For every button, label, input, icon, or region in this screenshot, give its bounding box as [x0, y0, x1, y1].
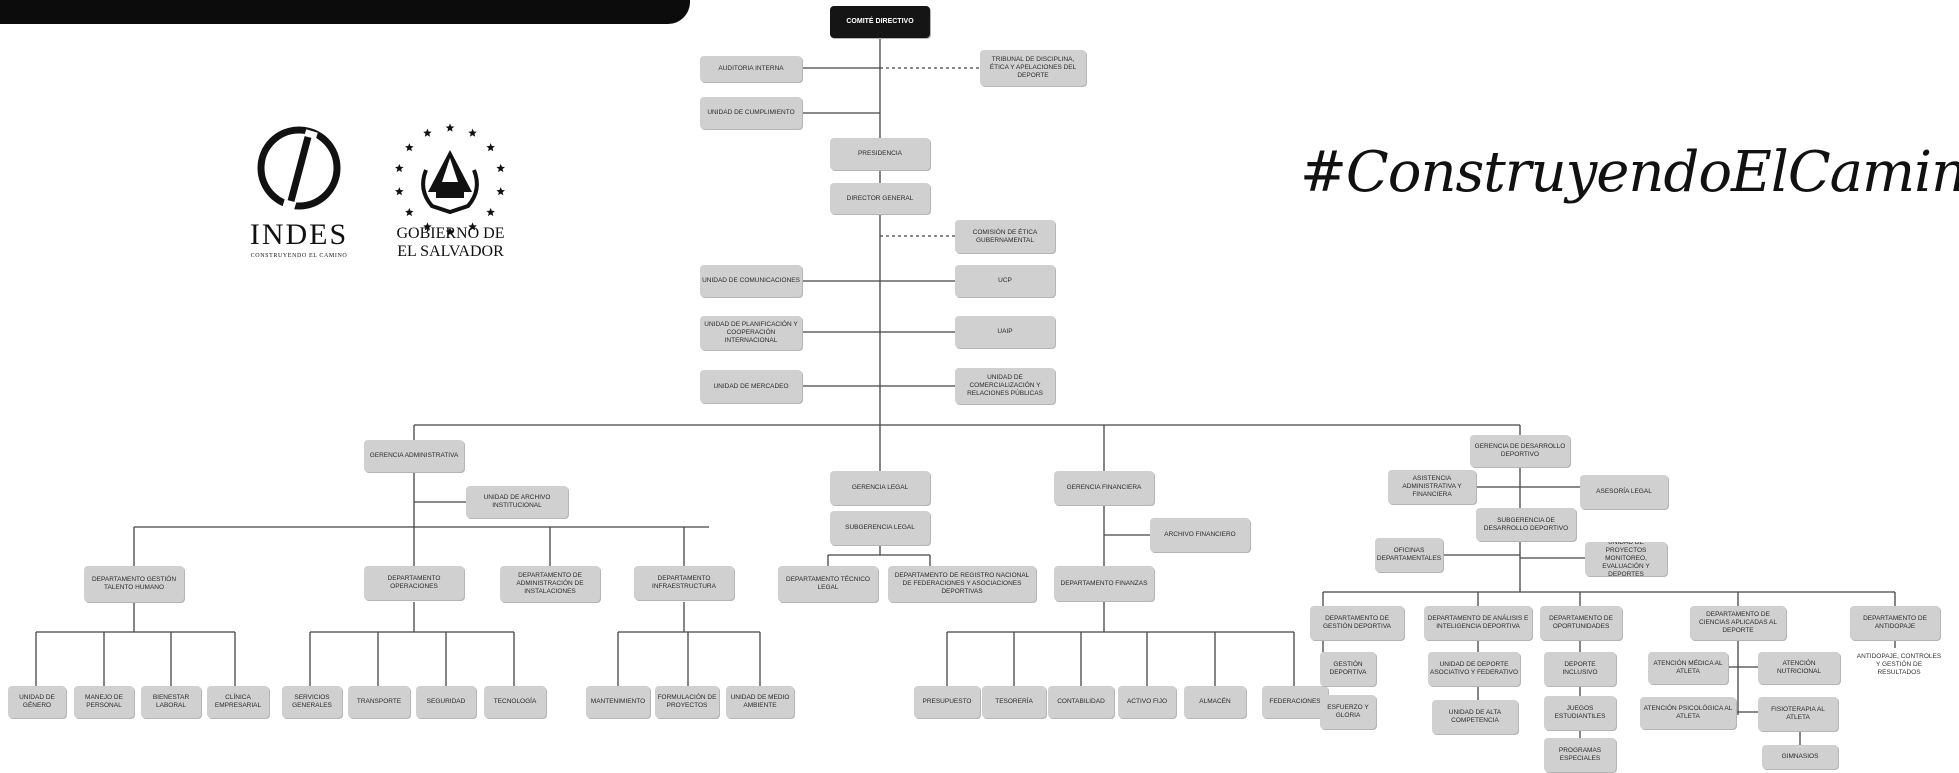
node-dep-instalaciones: DEPARTAMENTO de ADMINISTRACIÓN DE INSTAL… [500, 566, 600, 602]
node-comite-directivo: COMITÉ DIRECTIVO [830, 6, 930, 38]
node-formulacion-proyectos: FORMULACIÓN DE PROYECTOS [655, 686, 719, 718]
node-dep-analisis: DEPARTAMENTO DE ANÁLISIS E INTELIGENCIA … [1424, 606, 1532, 640]
node-deporte-asociativo: UNIDAD DE DEPORTE ASOCIATIVO Y FEDERATIV… [1428, 652, 1520, 686]
node-tecnologia: TECNOLOGÍA [484, 686, 546, 718]
node-dep-tecnico-legal: DEPARTAMENTO TÉCNICO LEGAL [778, 566, 878, 602]
node-unidad-genero: UNIDAD DE GÉNERO [8, 686, 66, 718]
node-dep-registro-nacional: DEPARTAMENTO DE REGISTRO NACIONAL DE FED… [888, 566, 1036, 602]
node-comision-etica: COMISIÓN DE ÉTICA GUBERNAMENTAL [955, 220, 1055, 253]
node-esfuerzo-gloria: ESFUERZO Y GLORIA [1320, 695, 1376, 729]
node-almacen: ALMACÉN [1184, 686, 1246, 718]
node-medio-ambiente: UNIDAD DE MEDIO AMBIENTE [726, 686, 794, 718]
node-archivo-financiero: ARCHIVO FINANCIERO [1150, 518, 1250, 552]
node-transporte: TRANSPORTE [348, 686, 410, 718]
node-tribunal: TRIBUNAL DE DISCIPLINA, ÉTICA Y APELACIO… [980, 50, 1086, 86]
node-oficinas-departamentales: OFICINAS DEPARTAMENTALES [1375, 538, 1443, 572]
node-alta-competencia: UNIDAD DE ALTA COMPETENCIA [1432, 700, 1518, 734]
node-dep-ciencias: DEPARTAMENTO DE CIENCIAS APLICADAS AL DE… [1690, 606, 1786, 640]
seal-star-icon [395, 163, 404, 173]
top-banner-bar [0, 0, 690, 24]
node-auditoria-interna: AUDITORIA INTERNA [700, 56, 802, 82]
node-atencion-nutricional: ATENCIÓN NUTRICIONAL [1758, 652, 1840, 684]
seal-star-icon [445, 123, 455, 132]
seal-star-icon [486, 207, 495, 217]
node-ucp: UCP [955, 265, 1055, 297]
seal-star-icon [395, 187, 404, 196]
government-seal-icon [395, 123, 505, 236]
node-unidad-comunicaciones: UNIDAD DE COMUNICACIONES [700, 265, 802, 297]
seal-star-icon [486, 143, 495, 152]
node-dep-gestion-deportiva: DEPARTAMENTO DE GESTIÓN DEPORTIVA [1310, 606, 1404, 640]
node-gerencia-financiera: GERENCIA FINANCIERA [1054, 471, 1154, 505]
node-dep-operaciones: DEPARTAMENTO OPERACIONES [364, 566, 464, 600]
node-programas-especiales: PROGRAMAS ESPECIALES [1544, 738, 1616, 772]
node-servicios-generales: SERVICIOS GENERALES [282, 686, 342, 718]
seal-star-icon [496, 163, 505, 173]
node-director-general: DIRECTOR GENERAL [830, 183, 930, 214]
node-atencion-medica: ATENCIÓN MÉDICA AL ATLETA [1648, 652, 1728, 684]
node-fisioterapia: FISIOTERAPIA AL ATLETA [1758, 697, 1838, 731]
node-federaciones: FEDERACIONES [1262, 686, 1328, 718]
node-dep-talento-humano: DEPARTAMENTO GESTIÓN TALENTO HUMANO [84, 566, 184, 602]
node-subgerencia-legal: SUBGERENCIA LEGAL [830, 511, 930, 545]
seal-star-icon [405, 207, 414, 217]
indes-logo-icon [257, 126, 341, 211]
node-presupuesto: PRESUPUESTO [914, 686, 980, 718]
node-dep-finanzas: DEPARTAMENTO FINANZAS [1054, 566, 1154, 601]
node-unidad-comercializacion: UNIDAD DE COMERCIALIZACIÓN Y RELACIONES … [955, 368, 1055, 404]
government-wordmark: GOBIERNO DE EL SALVADOR [396, 225, 505, 260]
seal-star-icon [405, 143, 414, 152]
seal-star-icon [445, 227, 455, 236]
seal-star-icon [423, 222, 432, 231]
node-uaip: UAIP [955, 316, 1055, 348]
seal-star-icon [496, 187, 505, 196]
seal-star-icon [468, 222, 477, 231]
node-gerencia-desarrollo: GERENCIA DE DESARROLLO DEPORTIVO [1470, 435, 1570, 467]
node-asistencia-administrativa: ASISTENCIA ADMINISTRATIVA Y FINANCIERA [1388, 470, 1476, 504]
node-clinica-empresarial: CLÍNICA EMPRESARIAL [207, 686, 269, 718]
node-archivo-institucional: UNIDAD DE ARCHIVO INSTITUCIONAL [466, 486, 568, 518]
node-antidopaje-controles: ANTIDOPAJE, CONTROLES Y GESTIÓN DE RESUL… [1856, 653, 1942, 676]
node-unidad-proyectos: UNIDAD DE PROYECTOS MONITOREO, EVALUACIÓ… [1585, 542, 1667, 576]
seal-star-icon [423, 128, 432, 137]
node-unidad-cumplimiento: UNIDAD DE CUMPLIMIENTO [700, 97, 802, 129]
node-gimnasios: GIMNASIOS [1762, 745, 1838, 769]
node-unidad-planificacion: UNIDAD DE PLANIFICACIÓN Y COOPERACIÓN IN… [700, 316, 802, 350]
node-dep-infraestructura: DEPARTAMENTO INFRAESTRUCTURA [634, 566, 734, 600]
node-asesoria-legal: ASESORÍA LEGAL [1580, 475, 1668, 509]
node-contabilidad: CONTABILIDAD [1048, 686, 1114, 718]
node-presidencia: PRESIDENCIA [830, 138, 930, 170]
node-manejo-personal: MANEJO DE PERSONAL [74, 686, 134, 718]
indes-wordmark: INDES [249, 218, 349, 251]
node-bienestar-laboral: BIENESTAR LABORAL [141, 686, 201, 718]
node-unidad-mercadeo: UNIDAD DE MERCADEO [700, 370, 802, 403]
node-atencion-psicologica: ATENCIÓN PSICOLÓGICA AL ATLETA [1640, 697, 1736, 729]
node-gerencia-legal: GERENCIA LEGAL [830, 471, 930, 505]
node-dep-antidopaje: DEPARTAMENTO DE ANTIDOPAJE [1850, 606, 1940, 640]
node-dep-oportunidades: DEPARTAMENTO DE OPORTUNIDADES [1540, 606, 1622, 640]
node-mantenimiento: MANTENIMIENTO [586, 686, 650, 718]
node-activo-fijo: ACTIVO FIJO [1118, 686, 1176, 718]
node-gerencia-administrativa: GERENCIA ADMINISTRATIVA [364, 440, 464, 472]
node-deporte-inclusivo: DEPORTE INCLUSIVO [1544, 652, 1616, 686]
indes-tagline: CONSTRUYENDO EL CAMINO [250, 253, 348, 259]
seal-star-icon [468, 128, 477, 137]
node-tesoreria: TESORERÍA [982, 686, 1046, 718]
node-subgerencia-desarrollo: SUBGERENCIA DE DESARROLLO DEPORTIVO [1476, 508, 1576, 541]
node-seguridad: SEGURIDAD [416, 686, 476, 718]
node-gestion-deportiva: GESTIÓN DEPORTIVA [1320, 652, 1376, 686]
node-juegos-estudiantiles: JUEGOS ESTUDIANTILES [1544, 696, 1616, 730]
